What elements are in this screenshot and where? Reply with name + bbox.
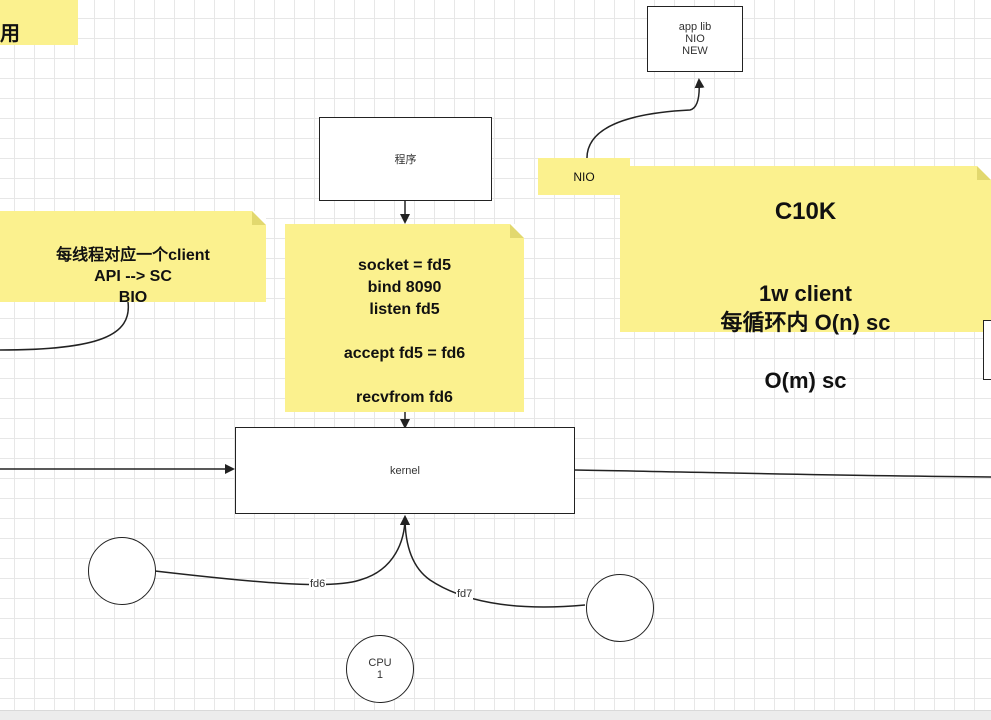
edge-bio-note-curve[interactable]	[0, 301, 130, 351]
client-circle-right[interactable]	[586, 574, 654, 642]
app-lib-box[interactable]: app lib NIO NEW	[647, 6, 743, 72]
c10k-body: 1w client 每循环内 O(n) sc O(m) sc	[720, 281, 891, 393]
top-left-note-text: 用	[0, 23, 20, 45]
program-box[interactable]: 程序	[319, 117, 492, 201]
right-edge-box-fragment[interactable]	[983, 320, 991, 380]
edge-nio-to-applib[interactable]	[586, 78, 705, 161]
edge-kernel-to-right[interactable]	[574, 469, 991, 478]
client-circle-left[interactable]	[88, 537, 156, 605]
top-left-note-fragment[interactable]: 用	[0, 0, 78, 45]
nio-tag-label: NIO	[573, 169, 595, 184]
bio-note[interactable]: 每线程对应一个client API --> SC BIO	[0, 211, 266, 306]
bio-note-text: 每线程对应一个client API --> SC BIO	[56, 247, 210, 306]
edge-client-fd6-to-kernel[interactable]	[154, 515, 410, 586]
nio-tag-note[interactable]: NIO	[538, 158, 630, 195]
program-label: 程序	[394, 154, 417, 166]
bottom-scrollbar[interactable]	[0, 710, 991, 720]
edge-client-fd7-to-kernel[interactable]	[400, 515, 586, 608]
kernel-label: kernel	[390, 464, 420, 477]
cpu-circle[interactable]: CPU 1	[346, 635, 414, 703]
c10k-note[interactable]: C10K 1w client 每循环内 O(n) sc O(m) sc	[620, 166, 991, 393]
syscalls-note[interactable]: socket = fd5 bind 8090 listen fd5 accept…	[285, 224, 524, 412]
edge-label-fd7: fd7	[456, 588, 474, 600]
kernel-box[interactable]: kernel	[235, 427, 575, 514]
c10k-title: C10K	[774, 198, 837, 225]
cpu-label: CPU 1	[368, 657, 392, 681]
syscalls-note-text: socket = fd5 bind 8090 listen fd5 accept…	[343, 257, 466, 406]
app-lib-label: app lib NIO NEW	[678, 21, 712, 57]
edge-label-fd6: fd6	[309, 578, 327, 590]
